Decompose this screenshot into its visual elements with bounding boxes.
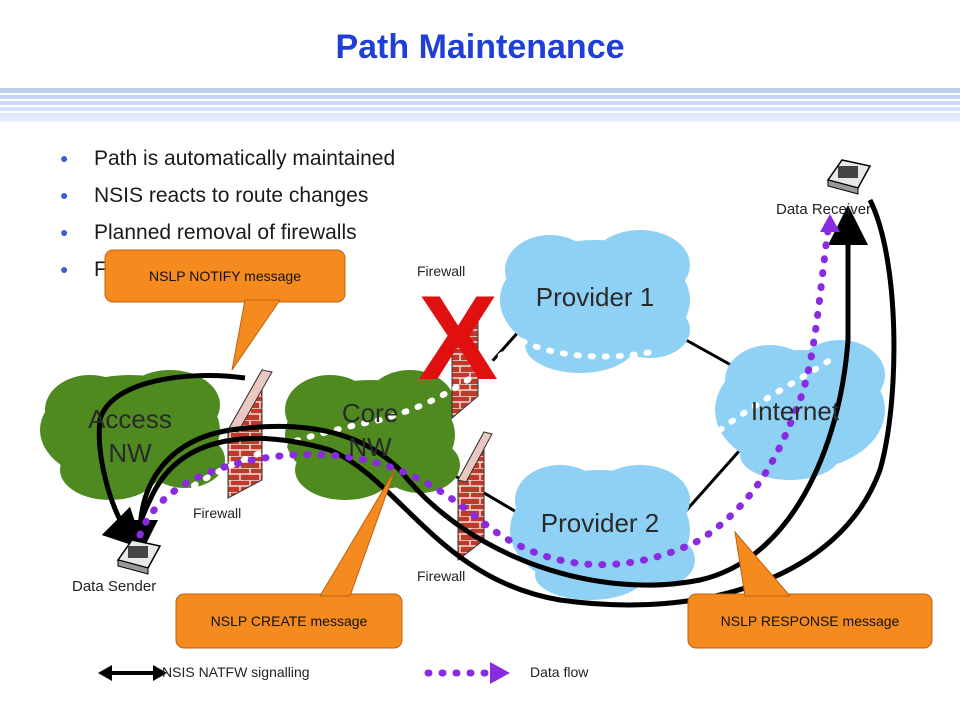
access-network-label: Access NW xyxy=(88,404,172,468)
data-sender-label: Data Sender xyxy=(72,578,157,595)
old-data-path xyxy=(147,336,663,523)
bullet-item: ●NSIS reacts to route changes xyxy=(60,177,395,214)
provider2-label: Provider 2 xyxy=(540,508,660,538)
bullet-dot-icon: ● xyxy=(60,224,69,240)
legend-signalling-arrow-icon xyxy=(98,665,167,681)
new-data-flow xyxy=(136,226,832,569)
legend-data-flow-arrow-icon xyxy=(424,662,510,684)
provider1-cloud xyxy=(500,230,690,373)
create-callout xyxy=(175,469,403,649)
legend-data-flow-label: Data flow xyxy=(530,664,589,680)
access-network-cloud xyxy=(40,370,225,500)
response-callout xyxy=(687,530,933,649)
response-callout-text: NSLP RESPONSE message xyxy=(720,613,900,629)
bullet-dot-icon: ● xyxy=(60,261,69,277)
page-title: Path Maintenance xyxy=(335,28,625,66)
old-data-path-internet xyxy=(717,357,833,433)
notify-callout xyxy=(104,249,346,371)
data-receiver-label: Data Receiver xyxy=(776,201,872,218)
create-callout-text: NSLP CREATE message xyxy=(210,613,368,629)
data-sender-phone-icon xyxy=(116,539,162,575)
core-network-label: Core NW xyxy=(341,398,399,462)
legend-signalling-label: NSIS NATFW signalling xyxy=(162,664,310,680)
signalling-paths xyxy=(96,198,897,608)
internet-label: Internet xyxy=(750,396,840,426)
data-flow-arrowhead-icon xyxy=(820,214,840,232)
notify-callout-text: NSLP NOTIFY message xyxy=(149,268,301,284)
bullet-item: ●Planned removal of firewalls xyxy=(60,214,395,251)
removed-firewall-mark: X xyxy=(418,271,499,405)
provider1-label: Provider 1 xyxy=(535,282,655,312)
bullet-dot-icon: ● xyxy=(60,187,69,203)
title-bar-decoration xyxy=(0,88,960,122)
data-receiver-phone-icon xyxy=(826,159,872,195)
bullet-dot-icon: ● xyxy=(60,150,69,166)
bullet-list: ●Path is automatically maintained ●NSIS … xyxy=(60,140,395,288)
firewall-left xyxy=(227,368,273,499)
firewall-top-label: Firewall xyxy=(417,263,466,279)
firewall-bottom-label: Firewall xyxy=(417,568,466,584)
bullet-item: ●Path is automatically maintained xyxy=(60,140,395,177)
bullet-item: ●F xyxy=(60,251,395,288)
provider2-cloud xyxy=(510,465,695,600)
firewall-left-label: Firewall xyxy=(193,505,242,521)
